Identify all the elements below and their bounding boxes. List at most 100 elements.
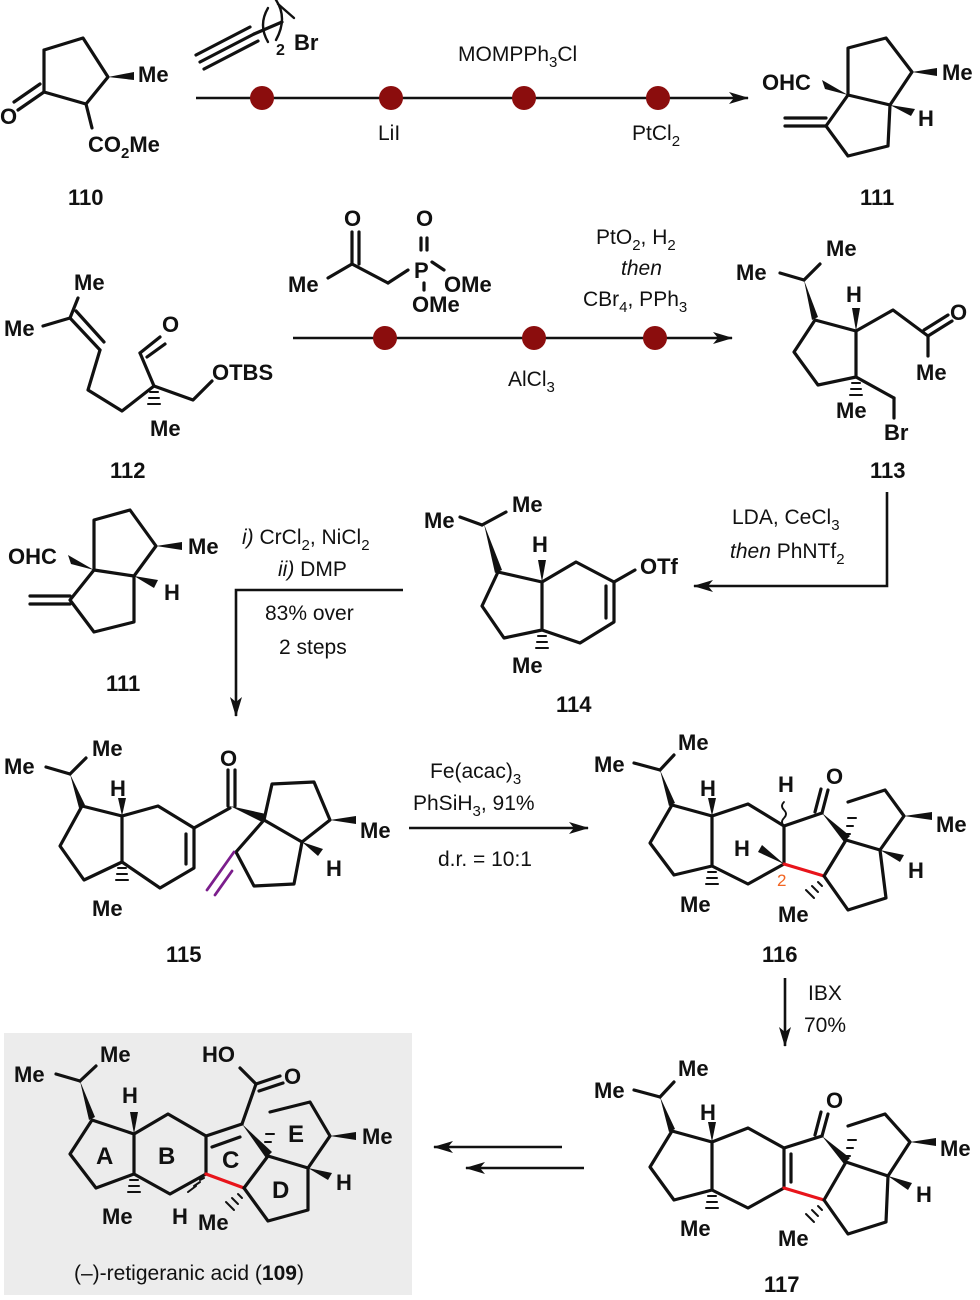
atom-otf: OTf [640,554,679,579]
reaction-arrow-step6: IBX 70% [779,978,846,1047]
atom-o: O [162,312,179,337]
compound-110: Me O CO2Me 110 [0,36,169,210]
atom-me: Me [942,60,973,85]
alkene-highlight [205,850,236,897]
ring-label-b: B [158,1143,175,1170]
atom-h2: H [778,772,794,797]
reaction-arrow-step5: Fe(acac)3 PhSiH3, 91% d.r. = 10:1 [409,760,589,871]
step-dot [379,86,403,110]
atom-me: Me [288,272,319,297]
atom-me4: Me [680,892,711,917]
atom-me1: Me [594,1078,625,1103]
reagent-ibx: IBX [808,982,842,1005]
yield-step4-steps: 2 steps [279,636,347,659]
atom-me1: Me [14,1062,45,1087]
atom-me2: Me [100,1042,131,1067]
atom-me2: Me [678,730,709,755]
atom-p: P [414,258,429,283]
atom-h1: H [110,776,126,801]
compound-109-retigeranic-acid: A B C D E Me Me H HO O Me H Me H Me (–)-… [14,1042,393,1285]
atom-me4: Me [680,1216,711,1241]
yield-step4: 83% over [265,602,354,625]
atom-h2: H [326,856,342,881]
compound-116: Me Me H H O Me H H Me Me 2 116 [594,730,967,967]
atom-h: H [532,532,548,557]
atom-o: O [220,746,237,771]
atom-me: Me [138,62,169,87]
hashed-bond [705,817,857,899]
atom-me5: Me [198,1210,229,1235]
atom-h2: H [916,1182,932,1207]
atom-h1: H [700,1100,716,1125]
atom-ohc: OHC [8,544,57,569]
target-name-caption: (–)-retigeranic acid (109) [74,1262,304,1285]
atom-br: Br [294,30,319,55]
atom-h4: H [734,836,750,861]
target-highlight-box [4,1033,412,1295]
diastereomeric-ratio: d.r. = 10:1 [438,848,532,871]
ring-label-d: D [272,1177,289,1204]
atom-h3: H [172,1204,188,1229]
reagent-momppH3cl: MOMPPh3Cl [458,43,577,71]
atom-ome2: OMe [412,292,460,317]
yield-step6: 70% [804,1014,846,1037]
reagent-fe-acac3: Fe(acac)3 [430,760,521,788]
atom-ohc: OHC [762,70,811,95]
compound-label-117: 117 [764,1272,800,1297]
step-dot [646,86,670,110]
atom-me3: Me [936,812,967,837]
atom-me2: Me [92,736,123,761]
atom-h3: H [908,858,924,883]
atom-me1: Me [424,508,455,533]
compound-114: Me Me H OTf Me 114 [424,492,679,717]
reagent-ptcl2: PtCl2 [632,122,680,150]
compound-label-112: 112 [110,458,146,483]
step-dot [373,326,397,350]
hashed-bond [115,867,129,881]
wedge-bond [108,72,134,80]
atom-me2: Me [512,492,543,517]
compound-label-113: 113 [870,458,906,483]
atom-me2: Me [826,236,857,261]
reagent-bromoalkyne: 2 Br [194,0,319,71]
reaction-arrow-step2: PtO2, H2 then CBr4, PPh3 AlCl3 [293,226,733,396]
atom-ho: HO [202,1042,235,1067]
atom-me4: Me [836,398,867,423]
atom-h: H [918,106,934,131]
reaction-arrow-step3: LDA, CeCl3 then PhNTf2 [693,492,889,592]
compound-115: Me Me H O Me H Me 115 [4,736,391,967]
ring-label-e: E [288,1121,304,1148]
compound-113: Me Me H O Me Me Br 113 [736,236,967,483]
reaction-arrow-multistep [433,1141,584,1174]
step-dot [512,86,536,110]
step-dot [522,326,546,350]
reagent-then-phntf2: then PhNTf2 [730,540,845,568]
compound-111-coupling-partner: OHC Me H 111 [8,508,219,696]
atom-h: H [164,580,180,605]
atom-me3: Me [362,1124,393,1149]
atom-o: O [826,764,843,789]
atom-me4: Me [92,896,123,921]
atom-o: O [0,104,17,129]
reaction-arrow-step4: i) CrCl2, NiCl2 ii) DMP 83% over 2 steps [230,526,403,717]
atom-br: Br [884,420,909,445]
atom-me3: Me [150,416,181,441]
atom-me1: Me [4,754,35,779]
compound-label-110: 110 [68,185,104,210]
reagent-then: then [621,257,662,280]
atom-ester: CO2Me [88,132,160,162]
atom-me1: Me [594,752,625,777]
locant-label: 2 [777,871,786,890]
reagent-alcl3: AlCl3 [508,368,555,396]
atom-o: O [284,1064,301,1089]
atom-o: O [950,300,967,325]
compound-111: OHC Me H 111 [762,36,973,210]
atom-me1: Me [74,270,105,295]
subscript-n: 2 [276,42,285,59]
atom-me1: Me [736,260,767,285]
atom-me5: Me [778,1226,809,1251]
atom-me: Me [188,534,219,559]
hashed-bond [535,635,549,649]
atom-me2: Me [4,316,35,341]
atom-o2: O [416,206,433,231]
